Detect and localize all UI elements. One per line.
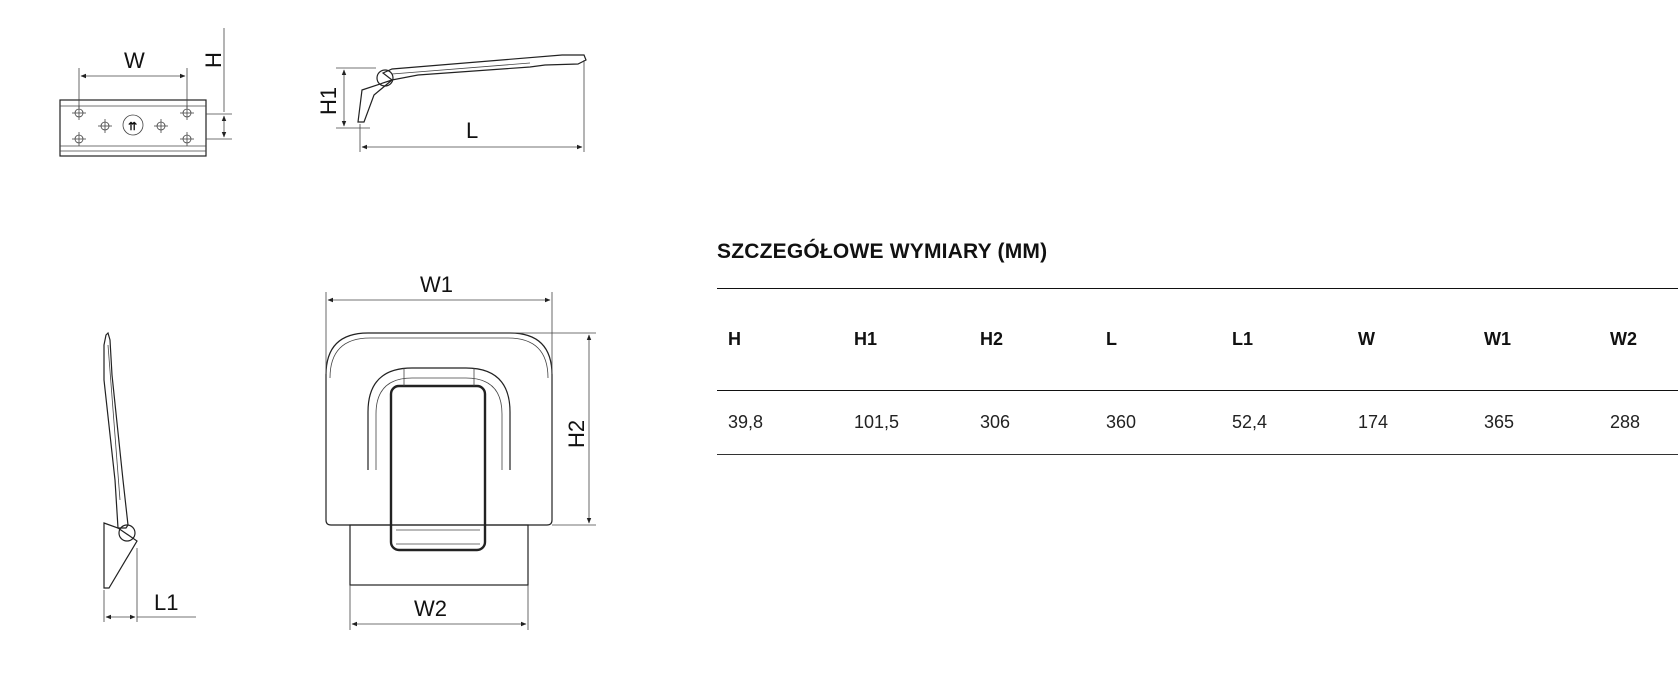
label-w: W — [124, 48, 145, 73]
header-w: W — [1347, 288, 1473, 391]
value-l: 360 — [1095, 390, 1221, 455]
technical-drawings: ⇈ W H H1 L — [59, 28, 596, 630]
label-w2: W2 — [414, 596, 447, 621]
value-h1: 101,5 — [843, 390, 969, 455]
header-h1: H1 — [843, 288, 969, 391]
label-l: L — [466, 118, 478, 143]
front-view-drawing: W1 H2 W2 — [325, 272, 596, 630]
specs-title: SZCZEGÓŁOWE WYMIARY (MM) — [717, 240, 1048, 263]
header-h: H — [717, 288, 843, 391]
value-l1: 52,4 — [1221, 390, 1347, 455]
label-h1: H1 — [316, 87, 341, 115]
header-w2: W2 — [1599, 288, 1678, 391]
edge-view-drawing: L1 — [103, 331, 196, 622]
value-w: 174 — [1347, 390, 1473, 455]
header-l1: L1 — [1221, 288, 1347, 391]
dimensions-table: H H1 H2 L L1 W W1 W2 39,8 101,5 306 360 … — [717, 288, 1678, 455]
table-row: 39,8 101,5 306 360 52,4 174 365 288 — [717, 390, 1678, 455]
header-w1: W1 — [1473, 288, 1599, 391]
value-w1: 365 — [1473, 390, 1599, 455]
value-h: 39,8 — [717, 390, 843, 455]
label-h2: H2 — [564, 420, 589, 448]
header-l: L — [1095, 288, 1221, 391]
header-h2: H2 — [969, 288, 1095, 391]
label-w1: W1 — [420, 272, 453, 297]
side-view-drawing: H1 L — [316, 54, 587, 152]
specs-section: SZCZEGÓŁOWE WYMIARY (MM) H H1 H2 L L1 W … — [717, 240, 1678, 455]
top-view-drawing: ⇈ W H — [59, 28, 232, 157]
table-header-row: H H1 H2 L L1 W W1 W2 — [717, 288, 1678, 391]
value-h2: 306 — [969, 390, 1095, 455]
value-w2: 288 — [1599, 390, 1678, 455]
label-h: H — [201, 52, 226, 68]
svg-text:⇈: ⇈ — [128, 121, 137, 133]
label-l1: L1 — [154, 590, 178, 615]
